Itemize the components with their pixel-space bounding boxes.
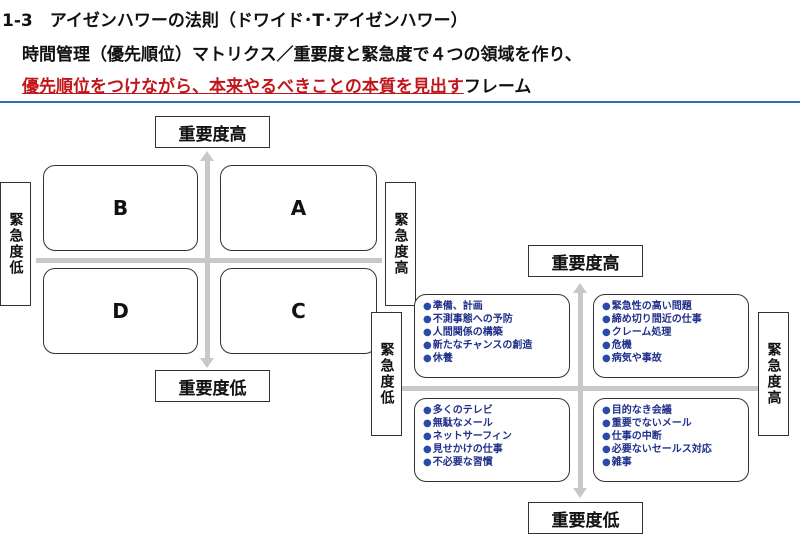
list-item: ●締め切り間近の仕事 [602,314,702,325]
subtitle-line-2: 優先順位をつけながら、本来やるべきことの本質を見出すフレーム [22,72,531,97]
bullet-icon: ● [423,327,432,338]
bullet-icon: ● [423,418,432,429]
bullet-icon: ● [423,457,432,468]
list-item: ●不測事態への予防 [423,314,513,325]
matrix-2-bottom-label: 重要度低 [528,502,643,534]
list-item: ●雑事 [602,457,632,468]
bullet-icon: ● [423,444,432,455]
list-item: ●病気や事故 [602,353,662,364]
list-item: ●無駄なメール [423,418,493,429]
bullet-icon: ● [423,431,432,442]
list-item: ●見せかけの仕事 [423,444,503,455]
quadrant-not-important-urgent: ●目的なき会議 ●重要でないメール ●仕事の中断 ●必要ないセールス対応 ●雑事 [593,398,749,482]
matrix-2-vertical-axis [578,292,583,490]
matrix-2-up-arrow-icon [573,283,587,293]
list-item: ●危機 [602,340,632,351]
bullet-icon: ● [423,314,432,325]
quadrant-not-important-not-urgent: ●多くのテレビ ●無駄なメール ●ネットサーフィン ●見せかけの仕事 ●不必要な… [414,398,570,482]
matrix-1-up-arrow-icon [200,151,214,161]
subtitle-line-1: 時間管理（優先順位）マトリクス／重要度と緊急度で４つの領域を作り、 [22,45,582,65]
quadrant-a: A [220,165,377,251]
quadrant-important-urgent: ●緊急性の高い問題 ●締め切り間近の仕事 ●クレーム処理 ●危機 ●病気や事故 [593,294,749,378]
matrix-2-right-label: 緊急度高 [758,312,789,436]
matrix-1-right-label: 緊急度高 [385,182,416,306]
matrix-2-down-arrow-icon [573,488,587,498]
bullet-icon: ● [423,340,432,351]
bullet-icon: ● [602,444,611,455]
bullet-icon: ● [602,301,611,312]
bullet-icon: ● [602,457,611,468]
matrix-1-left-label: 緊急度低 [0,182,31,306]
bullet-icon: ● [602,340,611,351]
list-item: ●準備、計画 [423,301,483,312]
matrix-1-bottom-label: 重要度低 [155,370,270,402]
bullet-icon: ● [423,353,432,364]
list-item: ●多くのテレビ [423,405,493,416]
list-item: ●必要ないセールス対応 [602,444,712,455]
bullet-icon: ● [602,405,611,416]
list-item: ●仕事の中断 [602,431,662,442]
bullet-icon: ● [423,301,432,312]
bullet-icon: ● [602,353,611,364]
list-item: ●目的なき会議 [602,405,672,416]
matrix-1-down-arrow-icon [200,358,214,368]
bullet-icon: ● [602,431,611,442]
matrix-1-top-label: 重要度高 [155,116,270,148]
bullet-icon: ● [423,405,432,416]
matrix-1-vertical-axis [205,160,210,360]
list-item: ●緊急性の高い問題 [602,301,692,312]
subtitle-line-2-rest: フレーム [463,77,532,97]
quadrant-c: C [220,268,377,354]
list-item: ●新たなチャンスの創造 [423,340,533,351]
quadrant-b: B [43,165,198,251]
matrix-2-top-label: 重要度高 [528,245,643,277]
list-item: ●不必要な習慣 [423,457,493,468]
section-title: 1-3 アイゼンハワーの法則（ドワイド･T･アイゼンハワー） [2,11,468,31]
quadrant-important-not-urgent: ●準備、計画 ●不測事態への予防 ●人間関係の構築 ●新たなチャンスの創造 ●休… [414,294,570,378]
highlighted-phrase: 優先順位をつけながら、本来やるべきことの本質を見出す [22,77,464,97]
list-item: ●クレーム処理 [602,327,672,338]
list-item: ●重要でないメール [602,418,692,429]
quadrant-d: D [43,268,198,354]
bullet-icon: ● [602,418,611,429]
bullet-icon: ● [602,314,611,325]
matrix-2-left-label: 緊急度低 [371,312,402,436]
bullet-icon: ● [602,327,611,338]
list-item: ●人間関係の構築 [423,327,503,338]
list-item: ●休養 [423,353,453,364]
header-divider [0,101,800,103]
list-item: ●ネットサーフィン [423,431,512,442]
